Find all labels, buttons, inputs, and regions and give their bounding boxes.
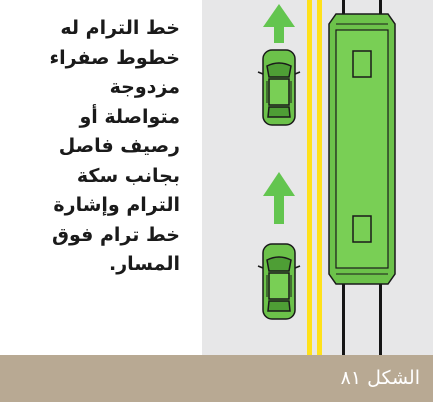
description-line: بجانب سكة (4, 162, 180, 192)
tram-icon (329, 14, 395, 284)
car-icon (258, 50, 300, 125)
caption-bar: الشكل ٨١ (0, 355, 433, 402)
yellow-line-right (317, 0, 322, 355)
arrow-up-icon (263, 4, 295, 43)
description-line: متواصلة أو (4, 103, 180, 133)
description-line: خط ترام فوق (4, 221, 180, 251)
yellow-line-left (307, 0, 312, 355)
description-line: خط الترام له (4, 14, 180, 44)
car-icon (258, 244, 300, 319)
description-line: المسار. (4, 250, 180, 280)
description-line: مزدوجة (4, 73, 180, 103)
figure-caption: الشكل ٨١ (341, 366, 420, 390)
description-line: الترام وإشارة (4, 191, 180, 221)
description-line: رصيف فاصل (4, 132, 180, 162)
description-line: خطوط صفراء (4, 44, 180, 74)
arrow-up-icon (263, 172, 295, 224)
description-panel: خط الترام له خطوط صفراء مزدوجة متواصلة أ… (0, 0, 202, 355)
rule-description: خط الترام له خطوط صفراء مزدوجة متواصلة أ… (4, 14, 180, 280)
